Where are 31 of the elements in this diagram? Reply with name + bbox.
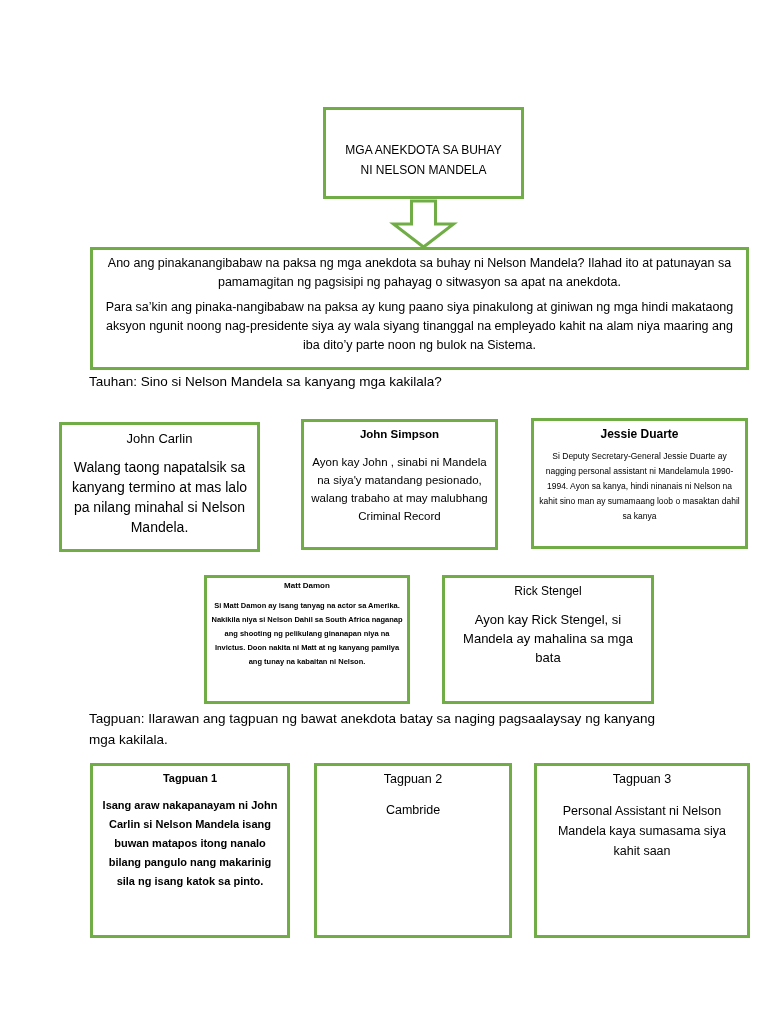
section-prompt: Tauhan: Sino si Nelson Mandela sa kanyang mga kakilala? [89, 373, 443, 391]
box-text: Walang taong napatalsik sa kanyang termino at mas lalo pa nilang minahal si Nelson Mandela. [70, 457, 249, 537]
box-text: Isang araw nakapanayam ni John Carlin si Nelson Mandela isang buwan matapos itong nanalo bilang pangulo nang makarinig sila ng isang katok sa pinto. [101, 797, 279, 889]
box-text: Ayon kay John , sinabi ni Mandela na siya'y matandang pesionado, walang trabaho at may malubhang Criminal Record [310, 455, 489, 525]
box-text: Personal Assistant ni Nelson Mandela kaya sumasama siya kahit saan [556, 802, 728, 860]
box-heading: Jessie Duarte [599, 426, 680, 443]
box-text: Si Deputy Secretary-General Jessie Duarte ay nagging personal assistant ni Mandelamula 1990-1994. Ayon sa kanya, hindi ninanais ni Nelson na kahit sino man ay sumamaang loob o masaktan dahil sa kanya [538, 450, 741, 523]
box-heading: Matt Damon [283, 580, 331, 592]
text-box [534, 763, 750, 938]
text-box [204, 575, 410, 704]
box-text: Para sa’kin ang pinaka-nangibabaw na paksa ay kung paano siya pinakulong at giniwan ng mga hindi makataong aksyon ngunit noong nag-presidente siya ay wala siyang tinanggal na empleyado kahit na alam niya maaring ang iba dito’y parte noon ng bulok na Sistema. [104, 299, 735, 354]
text-box [90, 247, 749, 370]
box-text: Cambride [384, 801, 442, 819]
box-heading: Tagpuan 2 [382, 771, 444, 788]
text-box [314, 763, 512, 938]
box-heading: Tagpuan 3 [611, 771, 673, 788]
text-box [59, 422, 260, 552]
text-box [90, 763, 290, 938]
text-box [323, 107, 524, 199]
box-heading: Rick Stengel [513, 583, 583, 600]
box-text: Ayon kay Rick Stengel, si Mandela ay mahalina sa mga bata [462, 611, 634, 667]
section-prompt: Tagpuan: Ilarawan ang tagpuan ng bawat anekdota batay sa naging pagsaalaysay ng kanyang mga kakilala. [89, 710, 656, 749]
block-arrow [389, 199, 458, 249]
box-heading: John Carlin [125, 430, 194, 448]
box-heading: John Simpson [358, 427, 441, 442]
box-text: MGA ANEKDOTA SA BUHAY NI NELSON MANDELA [344, 142, 503, 179]
box-heading: Tagpuan 1 [161, 771, 219, 786]
text-box [531, 418, 748, 549]
text-box [301, 419, 498, 550]
box-heading: Ano ang pinakanangibabaw na paksa ng mga anekdota sa buhay ni Nelson Mandela? Ilahad ito at patunayan sa pamamagitan ng pagsisipi ng pahayag o sitwasyon sa apat na anekdota. [106, 255, 733, 291]
text-box [442, 575, 654, 704]
